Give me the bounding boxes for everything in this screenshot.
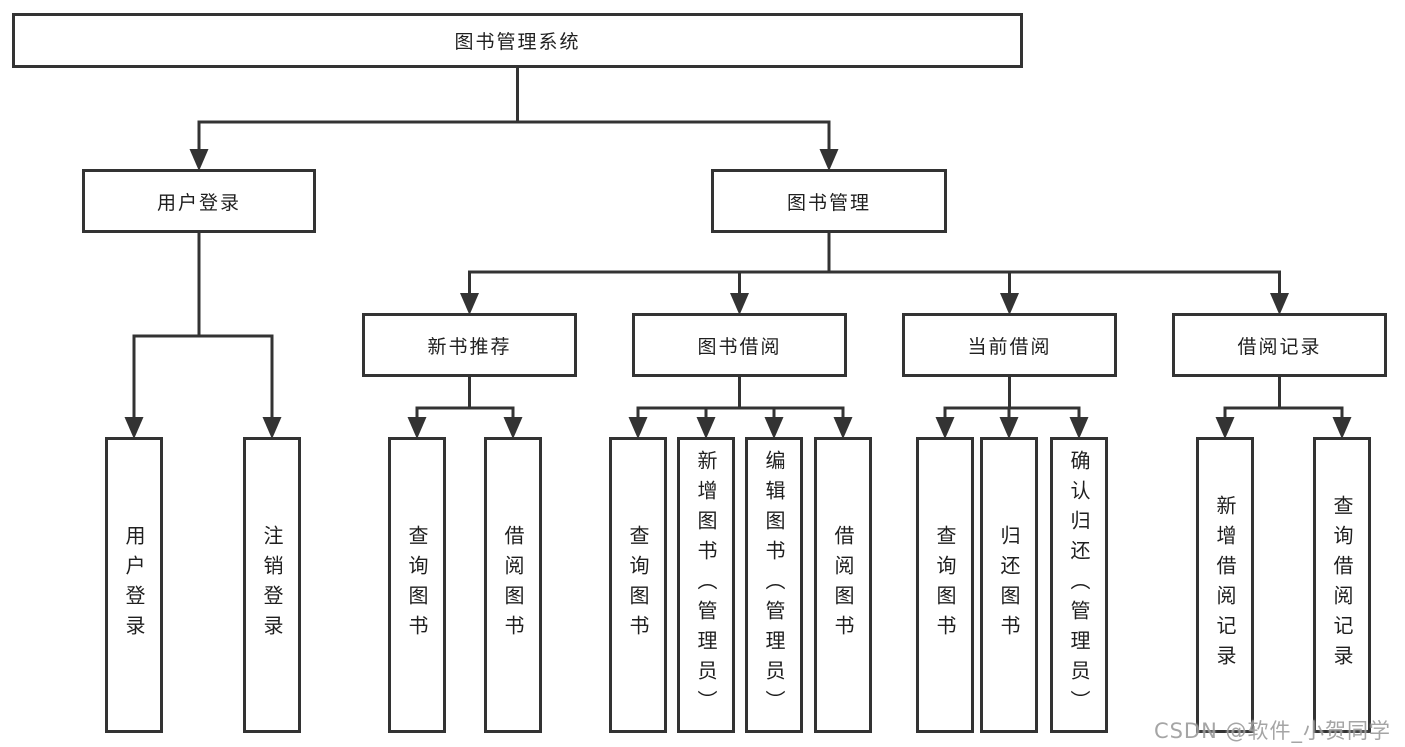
- node-leaf-user-login: 用户登录: [105, 437, 163, 733]
- node-leaf-add-book: 新增图书（管理员）: [677, 437, 735, 733]
- arrowhead: [730, 293, 749, 315]
- node-label: 新增图书（管理员）: [694, 450, 718, 720]
- arrowhead: [1000, 293, 1019, 315]
- arrowhead: [1270, 293, 1289, 315]
- arrowhead: [935, 417, 955, 439]
- node-label: 借阅图书: [501, 525, 525, 645]
- arrowhead: [999, 417, 1019, 439]
- node-label: 新书推荐: [427, 335, 512, 358]
- watermark: CSDN @软件_小贺同学: [1153, 719, 1391, 743]
- node-label: 归还图书: [997, 525, 1021, 645]
- arrowhead: [407, 417, 427, 439]
- arrowhead: [189, 149, 209, 171]
- node-label: 查询图书: [405, 525, 429, 645]
- node-leaf-query-borrow-record: 查询借阅记录: [1313, 437, 1371, 733]
- node-label: 注销登录: [260, 525, 284, 645]
- node-label: 图书借阅: [697, 335, 782, 358]
- node-user-login: 用户登录: [82, 169, 316, 233]
- arrowhead: [819, 149, 839, 171]
- node-leaf-query-book-2: 查询图书: [609, 437, 667, 733]
- node-current-borrow: 当前借阅: [902, 313, 1117, 377]
- node-leaf-return-book: 归还图书: [980, 437, 1038, 733]
- node-label: 借阅记录: [1237, 335, 1322, 358]
- arrowhead: [1215, 417, 1235, 439]
- node-label: 新增借阅记录: [1213, 495, 1237, 675]
- arrowhead: [764, 417, 784, 439]
- node-borrow-records: 借阅记录: [1172, 313, 1387, 377]
- node-label: 确认归还（管理员）: [1067, 450, 1091, 720]
- node-label: 查询图书: [626, 525, 650, 645]
- arrowhead: [262, 417, 282, 439]
- node-label: 借阅图书: [831, 525, 855, 645]
- node-new-book-recommend: 新书推荐: [362, 313, 577, 377]
- node-label: 当前借阅: [967, 335, 1052, 358]
- arrowhead: [124, 417, 144, 439]
- node-leaf-query-book-1: 查询图书: [388, 437, 446, 733]
- node-leaf-borrow-book-2: 借阅图书: [814, 437, 872, 733]
- node-leaf-logout: 注销登录: [243, 437, 301, 733]
- node-root: 图书管理系统: [12, 13, 1023, 68]
- node-label: 编辑图书（管理员）: [762, 450, 786, 720]
- node-leaf-confirm-return: 确认归还（管理员）: [1050, 437, 1108, 733]
- node-leaf-borrow-book-1: 借阅图书: [484, 437, 542, 733]
- arrowhead: [628, 417, 648, 439]
- node-label: 图书管理: [786, 191, 871, 214]
- node-book-management: 图书管理: [711, 169, 947, 233]
- node-label: 图书管理系统: [454, 31, 581, 53]
- arrowhead: [1332, 417, 1352, 439]
- node-label: 用户登录: [122, 525, 146, 645]
- arrowhead: [833, 417, 853, 439]
- node-leaf-query-book-3: 查询图书: [916, 437, 974, 733]
- node-book-borrow: 图书借阅: [632, 313, 847, 377]
- node-leaf-edit-book: 编辑图书（管理员）: [745, 437, 803, 733]
- node-label: 查询借阅记录: [1330, 495, 1354, 675]
- arrowhead: [503, 417, 523, 439]
- node-label: 查询图书: [933, 525, 957, 645]
- arrowhead: [460, 293, 479, 315]
- arrowhead: [696, 417, 716, 439]
- arrowhead: [1069, 417, 1089, 439]
- node-leaf-add-borrow-record: 新增借阅记录: [1196, 437, 1254, 733]
- node-label: 用户登录: [156, 191, 241, 214]
